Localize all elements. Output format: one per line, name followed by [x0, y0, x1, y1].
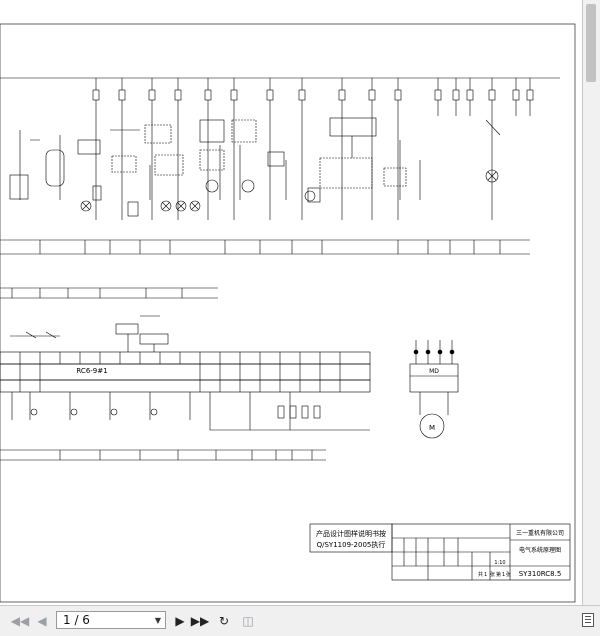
vertical-scrollbar[interactable]: [583, 0, 600, 605]
company-name: 三一重机有限公司: [516, 529, 564, 537]
previous-page-icon[interactable]: ◀: [37, 614, 47, 628]
motor-driver-label: MD: [429, 368, 439, 375]
scrollbar-thumb[interactable]: [586, 4, 596, 82]
pdf-toolbar: ◀◀ ◀ 1 / 6 ▼ ▶ ▶▶ ↻ ◫: [0, 605, 600, 636]
controller-label: RC6-9#1: [76, 367, 107, 375]
next-page-icon[interactable]: ▶: [175, 614, 185, 628]
sheet-label-1: 共: [478, 571, 483, 578]
sheet-label-4: 张: [506, 571, 511, 578]
sheet-count: 1: [484, 572, 487, 578]
document-viewport[interactable]: 产品设计图样说明书按 Q/SY1109-2005执行 三一重机有限公司 电气系统…: [0, 0, 600, 605]
page-number-value: 1 / 6: [63, 613, 90, 627]
electrical-schematic: 产品设计图样说明书按 Q/SY1109-2005执行 三一重机有限公司 电气系统…: [0, 23, 576, 603]
side-panel-icon[interactable]: [582, 613, 594, 627]
first-page-icon[interactable]: ◀◀: [10, 614, 30, 628]
sheet-label-2: 张: [490, 571, 495, 578]
page-number-select[interactable]: 1 / 6 ▼: [56, 611, 166, 629]
drawing-name: 电气系统原理图: [519, 546, 561, 554]
standard-note-line1: 产品设计图样说明书按: [316, 529, 386, 538]
drawing-number: SY310RC8.5: [519, 570, 562, 578]
thumbnails-icon[interactable]: ◫: [242, 614, 254, 628]
rotate-view-icon[interactable]: ↻: [218, 614, 230, 628]
standard-note-line2: Q/SY1109-2005执行: [317, 540, 386, 549]
sheet-index: 1: [502, 572, 505, 578]
pdf-page: [582, 0, 583, 605]
last-page-icon[interactable]: ▶▶: [190, 614, 210, 628]
scale: 1:10: [494, 560, 505, 566]
chevron-down-icon: ▼: [154, 615, 161, 625]
sheet-label-3: 第: [496, 571, 501, 578]
motor-label: M: [429, 424, 435, 432]
